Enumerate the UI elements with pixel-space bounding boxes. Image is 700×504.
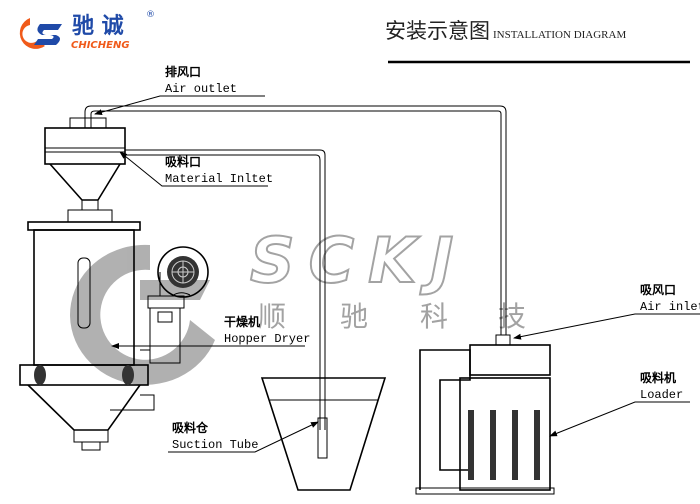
fan-icon [157,246,209,298]
loader-cn: 吸料机 [640,370,676,385]
label-hopper-dryer: 干燥机 Hopper Dryer [111,314,310,349]
material-inlet-en: Material Inltet [165,172,273,186]
watermark-logo-icon [70,244,216,385]
air-outlet-cn: 排风口 [165,64,201,79]
dryer-unit [140,246,209,364]
suction-tube-en: Suction Tube [172,438,258,452]
loader-machine [415,334,555,495]
title-cn: 安装示意图 [385,19,490,43]
air-outlet-en: Air outlet [165,82,237,96]
suction-tube-cn: 吸料仓 [172,420,209,435]
hopper-dryer-cn: 干燥机 [224,314,260,329]
material-bin [260,377,387,491]
watermark-cn-4: 技 [498,300,526,333]
logo-en: CHICHENG [71,40,130,51]
watermark: SCKJ 顺 驰 科 技 [70,223,526,385]
logo-s-icon [34,24,62,45]
hopper-dryer-en: Hopper Dryer [224,332,310,346]
watermark-cn-2: 驰 [340,300,368,333]
material-pipe [125,149,326,430]
label-air-outlet: 排风口 Air outlet [94,64,265,116]
hopper-dryer [19,117,155,451]
label-air-inlet: 吸风口 Air inlet [513,283,700,340]
air-inlet-cn: 吸风口 [640,283,676,297]
logo-registered: ® [146,10,155,20]
material-inlet-cn: 吸料口 [165,154,201,169]
air-return-pipe [84,105,507,335]
watermark-cn-1: 顺 [258,300,286,333]
logo-cn: 驰 诚 [72,14,124,39]
title-en: INSTALLATION DIAGRAM [493,29,626,41]
label-material-inlet: 吸料口 Material Inltet [119,151,273,187]
loader-en: Loader [640,388,683,402]
watermark-text: SCKJ [250,224,467,297]
watermark-cn-3: 科 [420,300,448,333]
chicheng-logo: 驰 诚 ® CHICHENG [19,10,155,51]
label-loader: 吸料机 Loader [549,370,690,437]
label-suction-tube: 吸料仓 Suction Tube [168,420,319,453]
air-inlet-en: Air inlet [640,300,700,314]
